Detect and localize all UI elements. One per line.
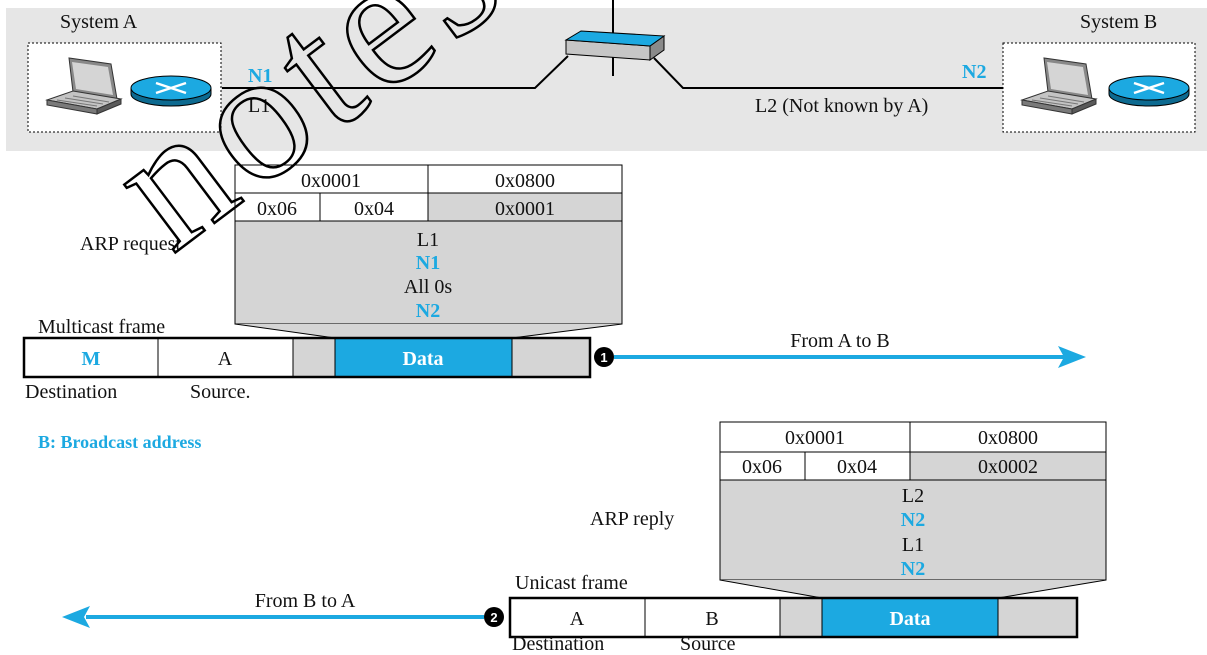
frame-source: A — [218, 348, 233, 370]
reply-operation: 0x0002 — [978, 456, 1038, 478]
reply-sender-hw: L2 — [902, 485, 924, 507]
reply-encapsulation — [720, 580, 1106, 598]
unicast-frame: A B Data — [510, 598, 1077, 637]
frame-type-cell — [293, 338, 335, 377]
system-b-label: System B — [1080, 11, 1157, 33]
arp-reply-label: ARP reply — [590, 508, 674, 530]
step-1-number: 1 — [600, 350, 607, 365]
reply-sender-proto: N2 — [901, 509, 925, 531]
destination-caption: Destination — [25, 381, 117, 403]
multicast-frame: M A Data — [24, 338, 590, 377]
frame-crc-cell — [998, 598, 1077, 637]
frame-destination: M — [82, 348, 101, 370]
source-caption: Source — [680, 633, 736, 655]
arrow-b-to-a-head — [62, 606, 90, 628]
unicast-frame-label: Unicast frame — [515, 572, 628, 594]
request-operation: 0x0001 — [495, 198, 555, 220]
reply-hardware-type: 0x0001 — [785, 427, 845, 449]
broadcast-note: B: Broadcast address — [38, 432, 201, 452]
frame-destination: A — [570, 608, 585, 630]
reply-protocol-type: 0x0800 — [978, 427, 1038, 449]
frame-type-cell — [780, 598, 822, 637]
request-sender-proto: N1 — [416, 252, 440, 274]
request-sender-hw: L1 — [417, 229, 439, 251]
direction-a-to-b: From A to B — [790, 330, 889, 352]
n2-address: N2 — [962, 61, 986, 83]
request-protocol-length: 0x04 — [354, 198, 394, 220]
frame-data: Data — [402, 348, 443, 370]
l2-address: L2 (Not known by A) — [755, 95, 928, 117]
reply-protocol-length: 0x04 — [837, 456, 877, 478]
reply-hardware-length: 0x06 — [742, 456, 782, 478]
source-caption: Source. — [190, 381, 251, 403]
direction-b-to-a: From B to A — [255, 590, 356, 612]
frame-data: Data — [889, 608, 930, 630]
frame-source: B — [705, 608, 718, 630]
router-icon — [1109, 76, 1189, 106]
request-target-proto: N2 — [416, 300, 440, 322]
frame-crc-cell — [512, 338, 590, 377]
reply-target-hw: L1 — [902, 534, 924, 556]
request-target-hw: All 0s — [404, 276, 453, 298]
destination-caption: Destination — [512, 633, 604, 655]
reply-target-proto: N2 — [901, 558, 925, 580]
multicast-frame-label: Multicast frame — [38, 316, 165, 338]
step-2-number: 2 — [490, 610, 497, 625]
system-a-label: System A — [60, 11, 138, 33]
request-protocol-type: 0x0800 — [495, 170, 555, 192]
arp-reply-packet: 0x0001 0x0800 0x06 0x04 0x0002 L2 N2 L1 … — [720, 422, 1106, 580]
